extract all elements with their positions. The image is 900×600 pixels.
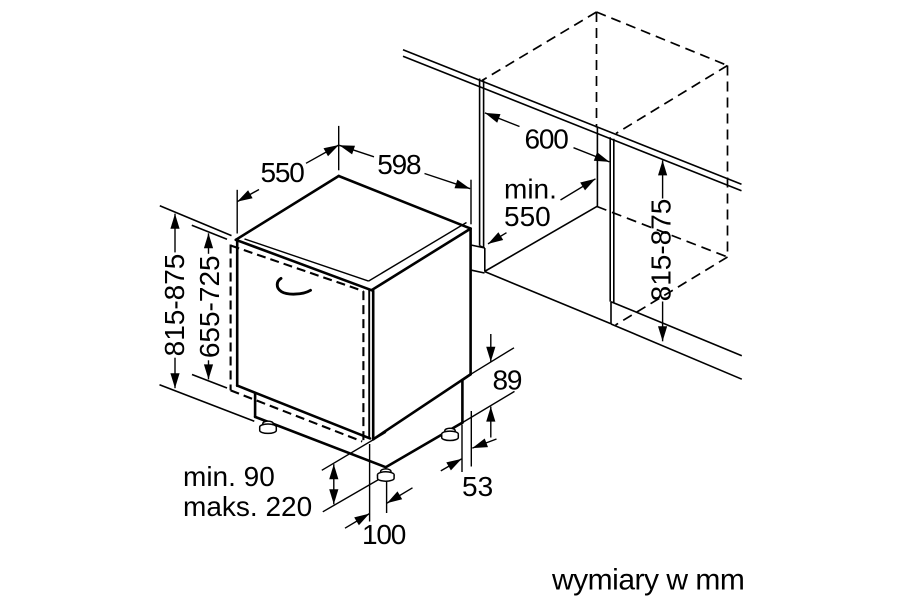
svg-text:815-875: 815-875 [159, 254, 190, 357]
svg-text:550: 550 [504, 201, 551, 232]
svg-text:min.: min. [504, 173, 557, 204]
svg-text:min. 90: min. 90 [183, 461, 275, 492]
svg-text:598: 598 [377, 149, 421, 180]
svg-text:600: 600 [525, 124, 569, 155]
svg-text:550: 550 [261, 157, 305, 188]
svg-text:maks. 220: maks. 220 [183, 491, 312, 522]
svg-text:53: 53 [462, 471, 493, 502]
svg-text:655-725: 655-725 [194, 255, 225, 358]
svg-text:wymiary w mm: wymiary w mm [551, 564, 744, 597]
svg-text:100: 100 [362, 519, 406, 550]
svg-text:815-875: 815-875 [646, 199, 677, 302]
svg-text:89: 89 [493, 365, 522, 396]
